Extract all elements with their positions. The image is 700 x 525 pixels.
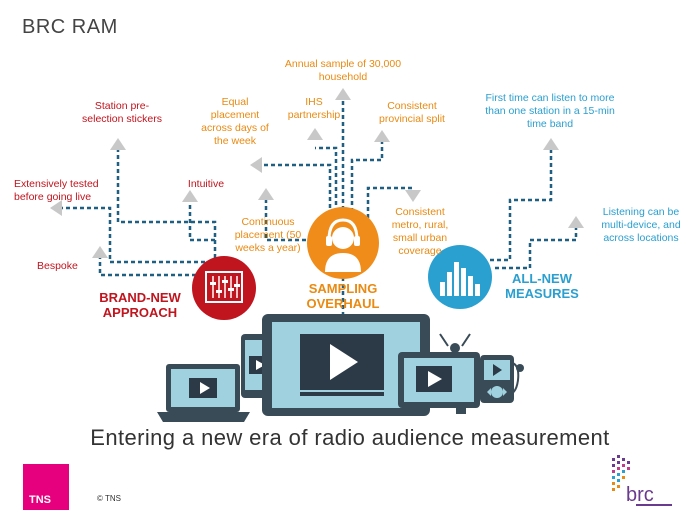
radio-icon	[480, 355, 524, 403]
arrow-up-icon	[182, 190, 198, 202]
play-icon	[330, 344, 358, 380]
tns-logo: TNS	[23, 464, 69, 510]
page-title: BRC RAM	[22, 16, 118, 38]
connector-stickers	[116, 150, 217, 258]
brand-new-approach-circle	[192, 256, 256, 320]
arrow-left-icon	[50, 200, 62, 216]
tns-logo-text: TNS	[29, 494, 51, 506]
label-stickers: Station pre-selection stickers	[82, 100, 162, 125]
connector-equal	[262, 163, 332, 215]
arrow-heads	[50, 88, 584, 258]
connector-ihs	[315, 146, 338, 212]
arrow-up-icon	[568, 216, 584, 228]
heading-line: SAMPLING	[308, 281, 378, 296]
label-continuous: Continuous placement (50 weeks a year)	[234, 216, 302, 254]
arrow-up-icon	[307, 128, 323, 140]
label-tested: Extensively tested before going live	[14, 178, 99, 203]
label-ihs: IHS partnership	[287, 96, 341, 121]
heading-line: ALL-NEW	[512, 271, 572, 286]
arrow-up-icon	[374, 130, 390, 142]
connector-multi-device	[495, 228, 578, 270]
arrow-up-icon	[335, 88, 351, 100]
heading-line: BRAND-NEW	[99, 290, 181, 305]
arrow-left-icon	[250, 157, 262, 173]
tagline: Entering a new era of radio audience mea…	[90, 425, 610, 450]
connector-lines	[62, 100, 578, 318]
headphones-person-icon	[325, 218, 361, 272]
connector-intuitive	[188, 202, 215, 242]
brc-logo	[612, 455, 672, 506]
arrow-up-icon	[543, 138, 559, 150]
tablet-icon	[262, 314, 430, 416]
label-multi-device: Listening can be multi-device, and acros…	[601, 206, 681, 244]
brand-new-approach-heading: BRAND-NEW APPROACH	[86, 290, 194, 320]
heading-line: MEASURES	[505, 286, 579, 301]
mixer-icon	[205, 271, 243, 303]
label-annual: Annual sample of 30,000 household	[284, 58, 402, 83]
arrow-up-icon	[258, 188, 274, 200]
brc-logo-text: brc	[626, 484, 654, 506]
all-new-measures-heading: ALL-NEW MEASURES	[492, 271, 592, 301]
laptop-icon	[157, 364, 250, 422]
label-metro: Consistent metro, rural, small urban cov…	[391, 206, 449, 257]
heading-line: APPROACH	[102, 305, 178, 320]
all-new-measures-circle	[428, 245, 492, 309]
connector-bespoke	[98, 258, 210, 277]
heading-line: OVERHAUL	[306, 296, 380, 311]
connector-provincial	[350, 142, 384, 212]
connector-first-time	[490, 150, 553, 262]
tv-icon	[398, 333, 480, 414]
sampling-overhaul-heading: SAMPLING OVERHAUL	[290, 281, 396, 311]
label-bespoke: Bespoke	[37, 260, 78, 272]
connector-continuous	[264, 200, 320, 242]
sampling-overhaul-circle	[307, 207, 379, 279]
label-intuitive: Intuitive	[187, 178, 225, 190]
equalizer-icon	[440, 262, 480, 296]
copyright: © TNS	[97, 494, 121, 503]
label-equal: Equal placement across days of the week	[201, 96, 269, 147]
devices-illustration	[157, 314, 524, 422]
arrow-down-icon	[405, 190, 421, 202]
label-provincial: Consistent provincial split	[379, 100, 445, 125]
connector-tested	[62, 206, 205, 264]
arrow-up-icon	[110, 138, 126, 150]
arrow-up-icon	[92, 246, 108, 258]
label-first-time: First time can listen to more than one s…	[485, 92, 615, 130]
